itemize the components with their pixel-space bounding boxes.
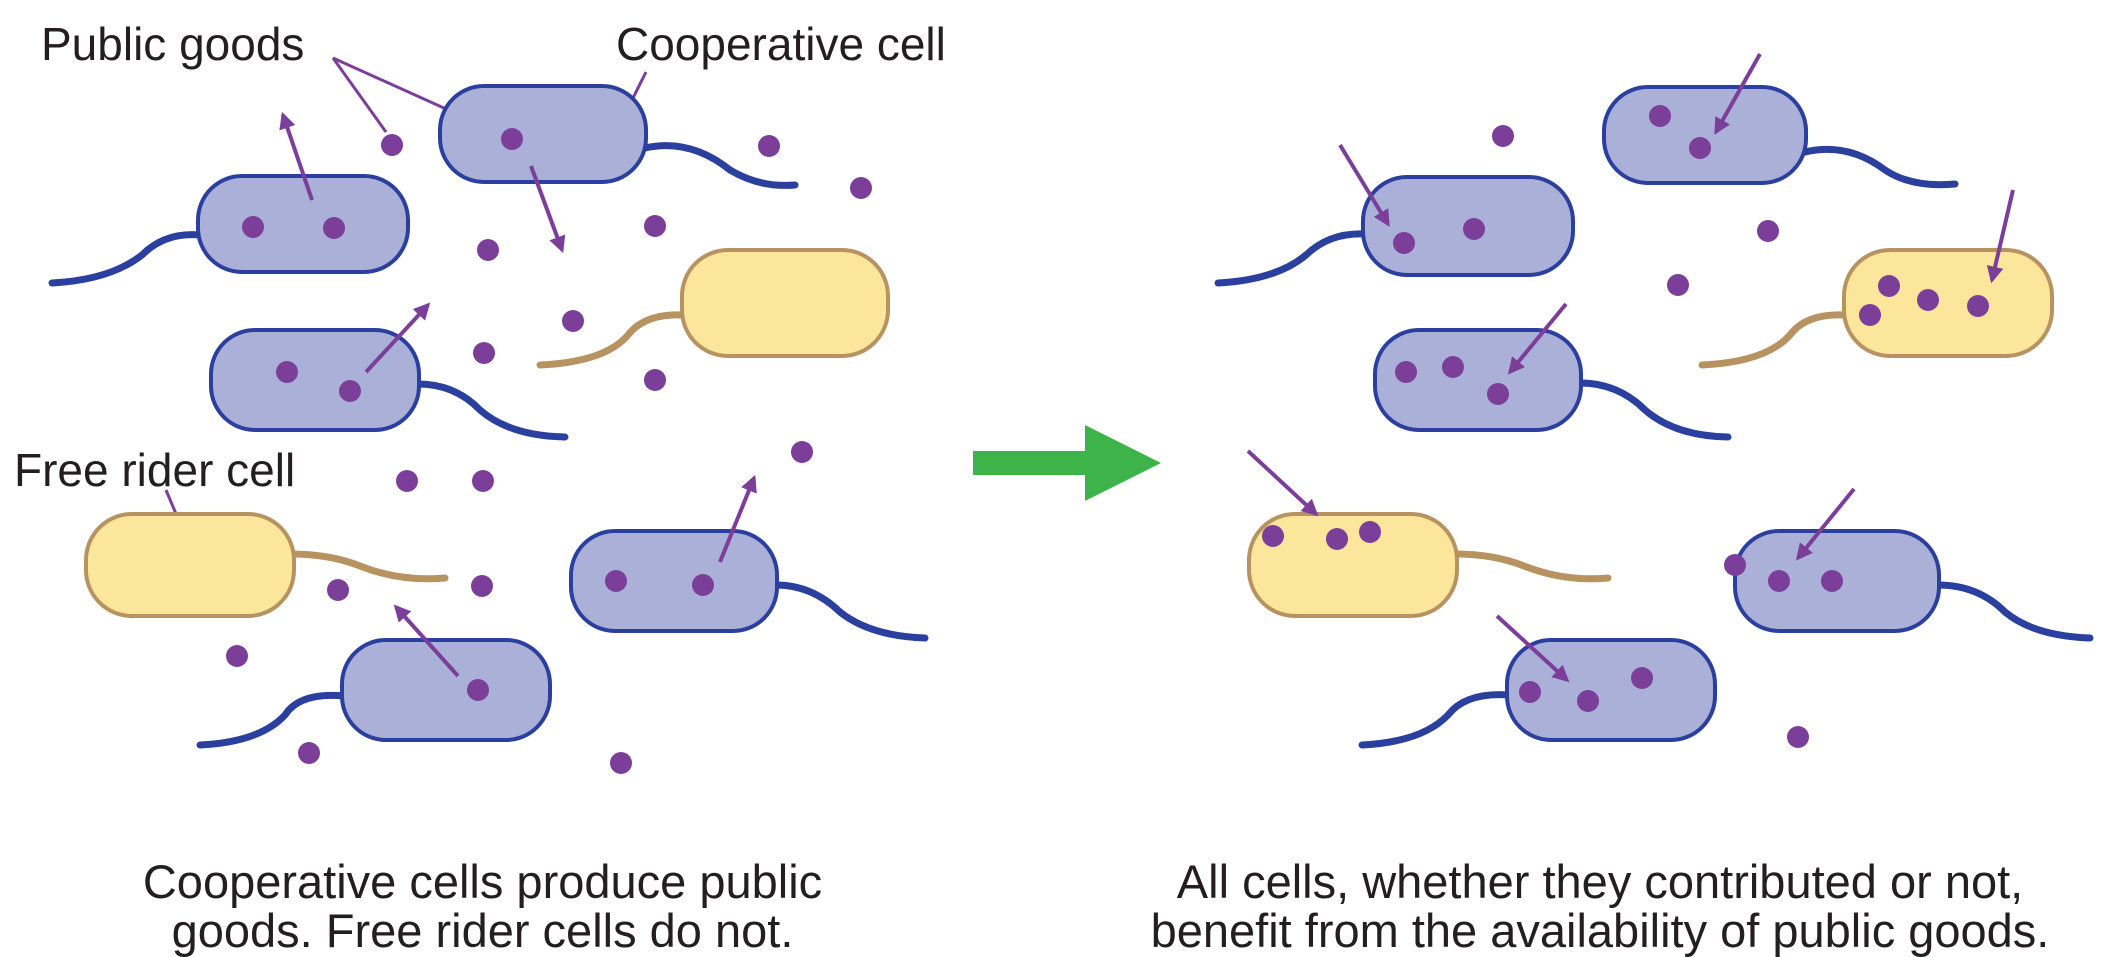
secretion-arrows bbox=[279, 111, 757, 678]
cooperative-cell bbox=[48, 174, 410, 287]
right-arrow-icon bbox=[973, 425, 1161, 501]
cooperative-cell-label: Cooperative cell bbox=[616, 18, 946, 70]
uptake-arrows bbox=[1246, 53, 2015, 683]
free-rider-cell bbox=[1247, 512, 1612, 618]
free-rider-cell bbox=[536, 248, 890, 369]
left-caption-line-1: Cooperative cells produce public bbox=[142, 855, 823, 908]
public-goods-dots bbox=[226, 128, 872, 774]
cooperative-cell bbox=[1602, 85, 1959, 189]
right-caption-line-2: benefit from the availability of public … bbox=[1150, 904, 2050, 957]
cooperative-cell bbox=[196, 638, 552, 749]
left-caption-line-2: goods. Free rider cells do not. bbox=[171, 904, 794, 957]
cooperative-cell bbox=[569, 529, 929, 642]
cooperative-cell bbox=[1214, 175, 1575, 287]
public-goods-dots bbox=[1262, 105, 1989, 748]
right-caption: All cells, whether they contributed or n… bbox=[1090, 857, 2110, 955]
left-caption: Cooperative cells produce public goods. … bbox=[20, 857, 945, 955]
cooperative-cell bbox=[209, 328, 569, 441]
right-caption-line-1: All cells, whether they contributed or n… bbox=[1176, 855, 2024, 908]
right-panel bbox=[1214, 53, 2094, 749]
public-goods-label: Public goods bbox=[41, 18, 305, 70]
free-rider-cell bbox=[84, 512, 449, 618]
cooperative-cell bbox=[438, 84, 799, 189]
cooperative-cell bbox=[1373, 328, 1732, 441]
free-rider-cell-label: Free rider cell bbox=[14, 444, 296, 496]
left-panel bbox=[48, 56, 929, 774]
